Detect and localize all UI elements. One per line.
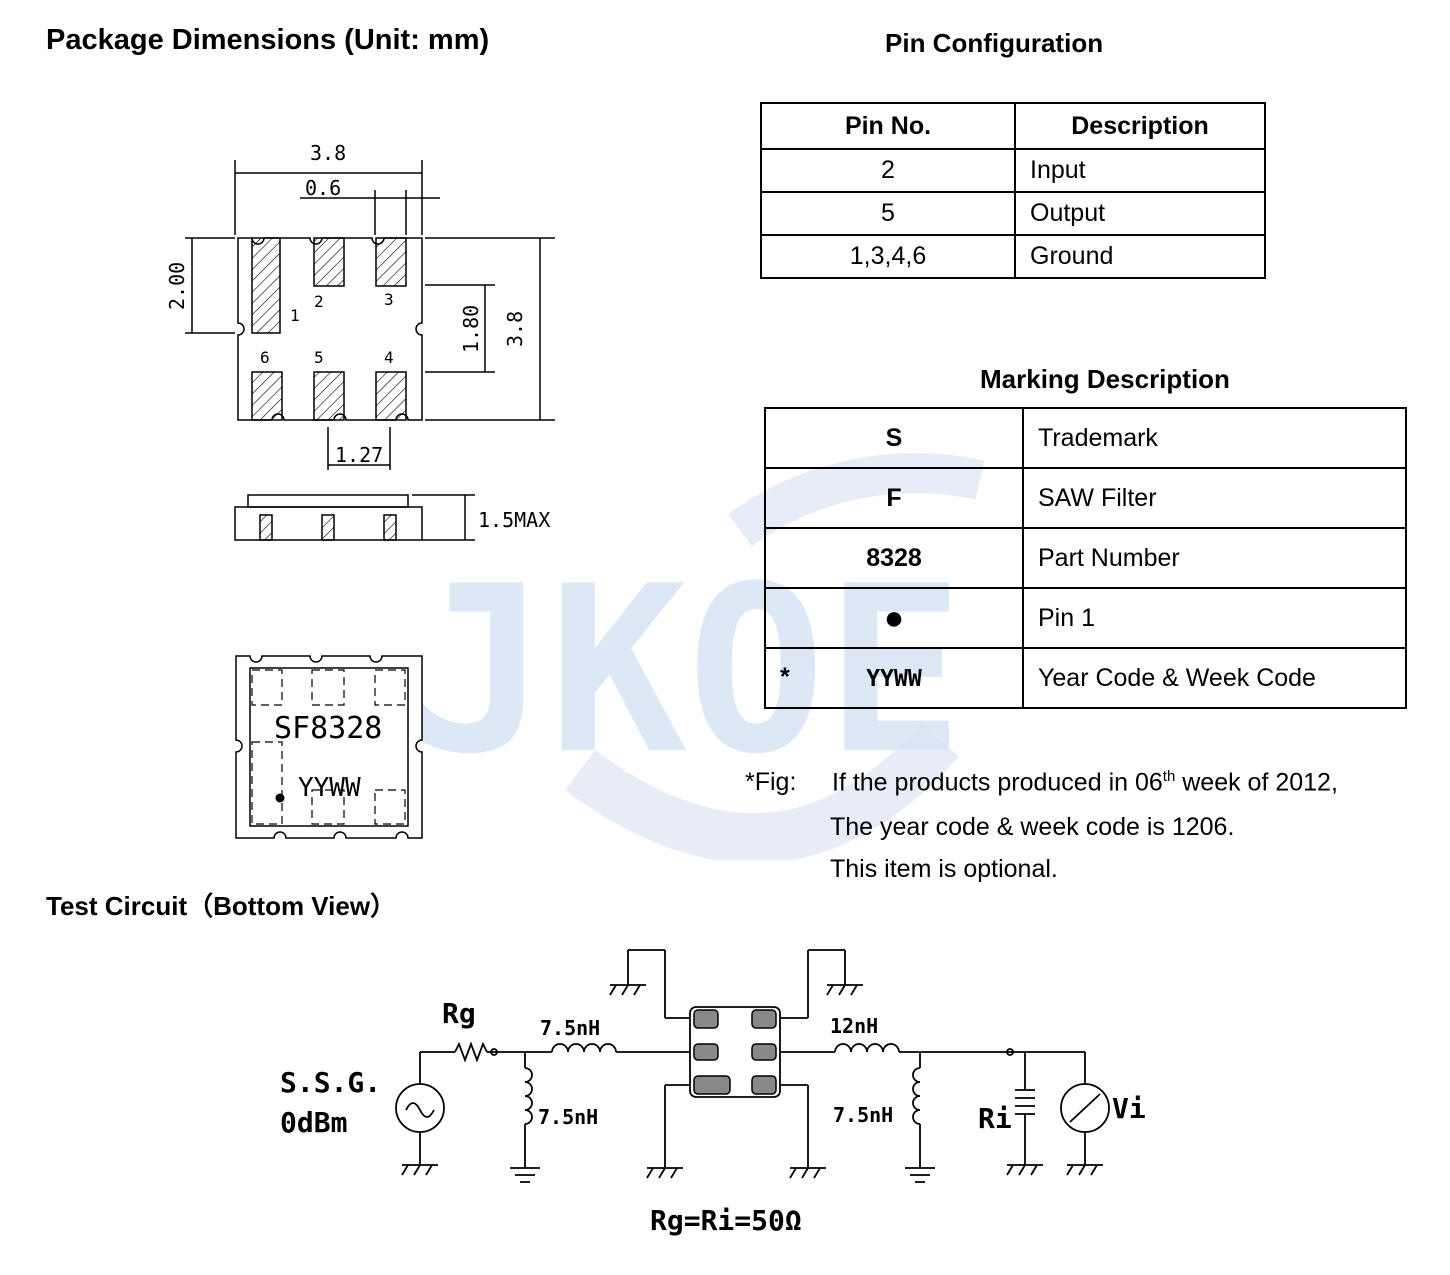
note-line-3: This item is optional. bbox=[830, 855, 1058, 883]
note-line-1-end: week of 2012, bbox=[1175, 768, 1338, 797]
test-circuit-diagram: Rg S.S.G. 0dBm 7.5nH 7.5nH 12nH 7.5nH Ri… bbox=[280, 949, 1146, 1237]
description-header: Description bbox=[1014, 102, 1266, 150]
pin-label-6: 6 bbox=[260, 348, 270, 367]
marking-meaning: Pin 1 bbox=[1022, 587, 1407, 649]
marking-meaning: Trademark bbox=[1022, 407, 1407, 469]
package-dimensions-heading: Package Dimensions (Unit: mm) bbox=[46, 24, 490, 56]
pin-configuration-heading: Pin Configuration bbox=[885, 28, 1104, 58]
pin-number: 2 bbox=[760, 148, 1016, 193]
marking-meaning: Year Code & Week Code bbox=[1022, 647, 1407, 709]
input-series-inductor-label: 7.5nH bbox=[540, 1016, 600, 1040]
table-row: 1,3,4,6 Ground bbox=[760, 234, 1266, 279]
note-line-1: If the products produced in 06th week of… bbox=[832, 768, 1338, 797]
marking-meaning: Part Number bbox=[1022, 527, 1407, 589]
pin1-dot bbox=[275, 793, 285, 803]
pin-label-2: 2 bbox=[314, 292, 324, 311]
package-dimension-drawing: 3.8 0.6 2.00 1.80 3.8 1.27 1.5MAX 1 2 3 … bbox=[165, 141, 555, 541]
pin-number: 1,3,4,6 bbox=[760, 234, 1016, 279]
note-line-2: The year code & week code is 1206. bbox=[830, 813, 1235, 841]
dim-pitch-vertical: 1.80 bbox=[459, 305, 483, 353]
dim-pitch-horizontal: 1.27 bbox=[335, 443, 383, 467]
dim-height-right: 3.8 bbox=[503, 311, 527, 347]
marking-symbol: 8328 bbox=[764, 527, 1024, 589]
dim-width-top: 3.8 bbox=[310, 141, 346, 165]
vi-label: Vi bbox=[1112, 1092, 1146, 1125]
note-superscript: th bbox=[1162, 768, 1176, 785]
pin-description: Input bbox=[1014, 148, 1266, 193]
note-prefix: *Fig: bbox=[745, 768, 797, 796]
ri-label: Ri bbox=[978, 1102, 1012, 1135]
marking-description-table: S Trademark F SAW Filter 8328 Part Numbe… bbox=[764, 407, 1407, 709]
table-row: S Trademark bbox=[764, 407, 1407, 469]
optional-star: * bbox=[780, 663, 790, 691]
marking-symbol: S bbox=[764, 407, 1024, 469]
pin-configuration-table: Pin No. Description 2 Input 5 Output 1,3… bbox=[760, 102, 1266, 279]
table-row: ● Pin 1 bbox=[764, 587, 1407, 649]
marking-symbol-dot: ● bbox=[764, 587, 1024, 649]
pin-number: 5 bbox=[760, 191, 1016, 236]
source-level-label: 0dBm bbox=[280, 1106, 347, 1139]
source-name-label: S.S.G. bbox=[280, 1066, 381, 1099]
marking-part-number: SF8328 bbox=[274, 711, 382, 746]
impedance-equation: Rg=Ri=50Ω bbox=[650, 1204, 802, 1237]
marking-view-drawing: SF8328 YYWW bbox=[235, 655, 423, 839]
pin-label-5: 5 bbox=[314, 348, 324, 367]
note-line-1-text: If the products produced in 06 bbox=[832, 768, 1163, 797]
marking-symbol: YYWW bbox=[866, 665, 922, 692]
pin-description: Output bbox=[1014, 191, 1266, 236]
pin-label-3: 3 bbox=[384, 290, 394, 309]
output-shunt-inductor-label: 7.5nH bbox=[833, 1103, 893, 1127]
pin-no-header: Pin No. bbox=[760, 102, 1016, 150]
input-shunt-inductor-label: 7.5nH bbox=[538, 1105, 598, 1129]
test-circuit-heading: Test Circuit（Bottom View） bbox=[46, 891, 397, 921]
rg-label: Rg bbox=[442, 997, 476, 1030]
dim-max-height: 1.5MAX bbox=[478, 508, 550, 532]
pin-label-4: 4 bbox=[384, 348, 394, 367]
marking-symbol: F bbox=[764, 467, 1024, 529]
table-row: 8328 Part Number bbox=[764, 527, 1407, 589]
pin-label-1: 1 bbox=[290, 306, 300, 325]
marking-description-heading: Marking Description bbox=[980, 364, 1230, 394]
pin-description: Ground bbox=[1014, 234, 1266, 279]
marking-year-week: YYWW bbox=[298, 773, 361, 803]
pin-table-header: Pin No. Description bbox=[760, 102, 1266, 150]
table-row: 2 Input bbox=[760, 148, 1266, 193]
table-row: 5 Output bbox=[760, 191, 1266, 236]
table-row: * YYWW Year Code & Week Code bbox=[764, 647, 1407, 709]
marking-meaning: SAW Filter bbox=[1022, 467, 1407, 529]
dim-pad-width: 0.6 bbox=[305, 176, 341, 200]
dim-height-left: 2.00 bbox=[165, 262, 189, 310]
output-series-inductor-label: 12nH bbox=[830, 1014, 878, 1038]
table-row: F SAW Filter bbox=[764, 467, 1407, 529]
